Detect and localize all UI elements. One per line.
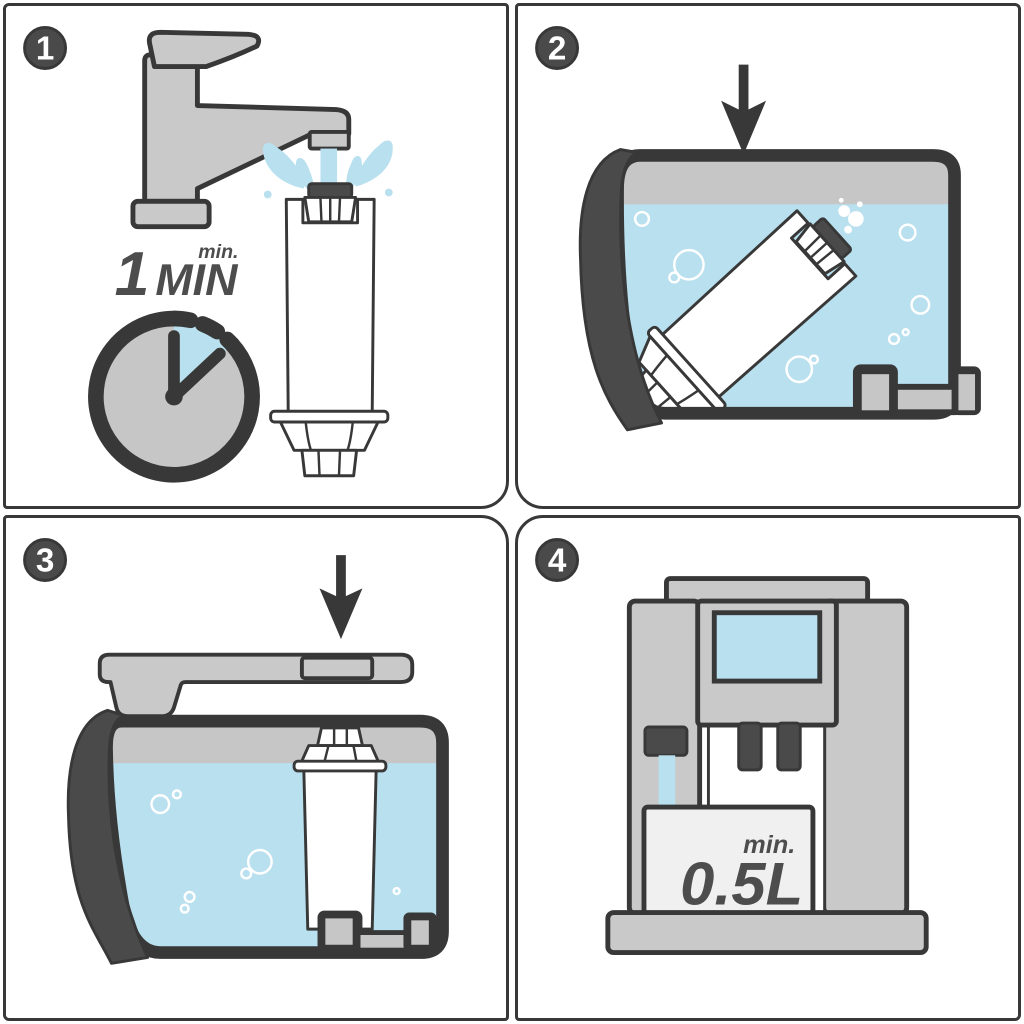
machine-base xyxy=(605,910,929,956)
duration-abbrev: min. xyxy=(198,241,238,263)
timer-icon xyxy=(88,310,260,483)
coffee-machine-icon: min. 0.5L xyxy=(605,576,929,956)
tank-valve-icon xyxy=(852,364,981,416)
lid-grip xyxy=(299,655,375,681)
step-3-illustration: 3 xyxy=(23,538,449,965)
step-1-badge: 1 xyxy=(23,26,68,70)
step-2-illustration: 2 xyxy=(535,26,981,432)
step-number: 2 xyxy=(548,31,566,68)
step-4-badge: 4 xyxy=(535,538,580,582)
filter-cartridge-icon xyxy=(292,726,388,931)
panel-step-3: 3 xyxy=(3,515,509,1021)
bubbles-icon xyxy=(838,197,864,234)
down-arrow-icon xyxy=(319,555,363,640)
tank-handle xyxy=(66,708,150,965)
faucet-body xyxy=(142,52,352,204)
step-3-badge: 3 xyxy=(23,538,68,582)
machine-display-icon xyxy=(711,610,823,684)
filter-cartridge-icon xyxy=(269,182,390,478)
container: min. 0.5L xyxy=(641,804,816,918)
dispenser-spouts-icon xyxy=(737,721,802,772)
panel-step-2: 2 xyxy=(515,3,1021,509)
step-number: 3 xyxy=(36,543,54,580)
faucet-base xyxy=(130,198,212,230)
tank-handle xyxy=(578,148,664,432)
step-4-illustration: min. 0.5L 4 xyxy=(535,538,929,956)
cartridge-aerator-band xyxy=(307,182,354,199)
water-tank-icon xyxy=(66,708,449,965)
bubbles-icon xyxy=(150,789,401,914)
step-number: 4 xyxy=(548,543,567,580)
water-tap-icon xyxy=(643,725,689,757)
tank-lid-icon xyxy=(97,652,415,719)
duration-value: 1 xyxy=(115,239,150,309)
step-1-illustration: 1 MIN min. 1 xyxy=(23,26,393,483)
volume-abbrev: min. xyxy=(743,831,795,859)
step-2-badge: 2 xyxy=(535,26,580,70)
bubbles-icon xyxy=(633,210,931,384)
down-arrow-icon xyxy=(721,64,767,155)
water-tank-icon xyxy=(578,148,981,432)
air-gap-band xyxy=(617,155,955,205)
tank-valve-icon xyxy=(317,910,437,952)
step-number: 1 xyxy=(36,31,54,68)
water-stream xyxy=(658,755,676,811)
duration-unit: MIN xyxy=(155,254,239,305)
water-stream xyxy=(320,148,338,190)
panel-step-4: min. 0.5L 4 xyxy=(515,515,1021,1021)
air-gap-band xyxy=(106,721,443,764)
volume-value: 0.5L xyxy=(680,850,803,918)
faucet-nozzle xyxy=(307,130,351,151)
faucet-handle xyxy=(146,29,262,69)
faucet-icon xyxy=(130,29,352,230)
panel-step-1: 1 MIN min. 1 xyxy=(3,3,509,509)
